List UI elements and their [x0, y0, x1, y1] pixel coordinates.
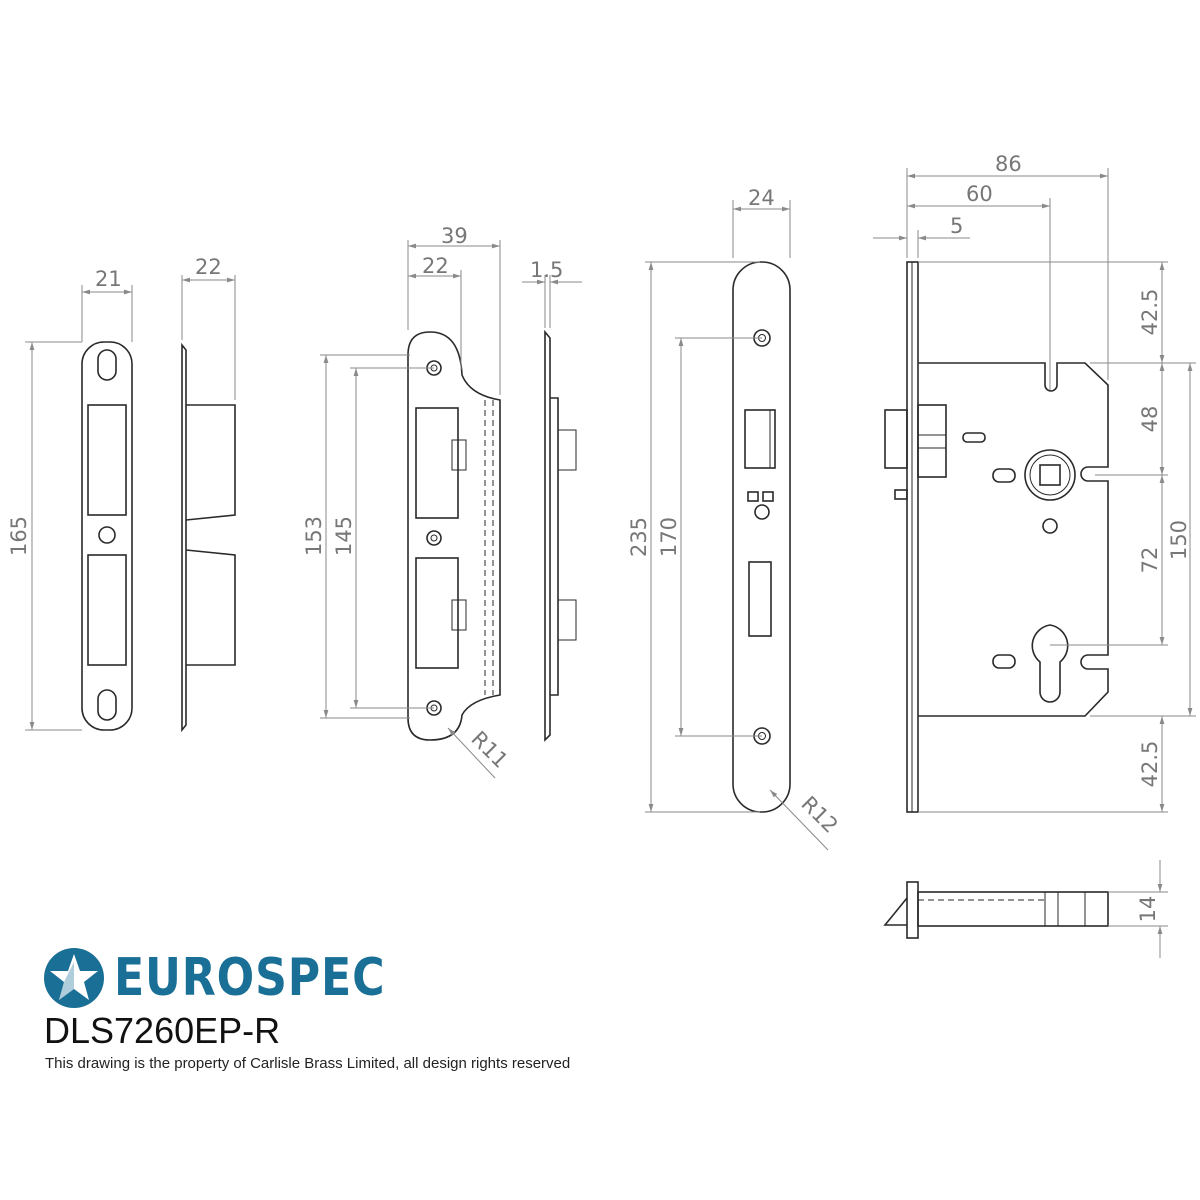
copyright-note: This drawing is the property of Carlisle…	[45, 1055, 571, 1072]
dim-radius-strike-centres: 145	[332, 516, 356, 556]
strike-plate-side: 22	[181, 255, 236, 733]
dim-case-thickness: 14	[1136, 896, 1160, 923]
dim-radius-strike-inner: 22	[422, 254, 449, 278]
strike-plate-front: 21 165	[7, 267, 133, 731]
dim-forend-r: R12	[796, 792, 842, 838]
dim-strike-height: 165	[7, 516, 31, 556]
dim-strike-width: 21	[95, 267, 122, 291]
dim-radius-strike-height: 153	[302, 516, 326, 556]
model-number: DLS7260EP-R	[44, 1010, 281, 1051]
dim-overall-depth: 86	[995, 152, 1022, 176]
dim-top-offset: 42.5	[1138, 289, 1162, 336]
dim-forend-offset: 5	[950, 214, 963, 238]
dim-centres: 72	[1138, 547, 1162, 574]
dim-forend-height: 235	[627, 517, 651, 557]
dim-strike-depth: 22	[195, 255, 222, 279]
dim-radius-strike-width: 39	[441, 224, 468, 248]
dim-backset: 60	[966, 182, 993, 206]
dim-follower-to-top: 48	[1138, 406, 1162, 433]
dim-case-height: 150	[1167, 520, 1191, 560]
dim-forend-width: 24	[748, 186, 775, 210]
forend-front: 24 235 170 R12	[627, 186, 843, 851]
eurospec-logo: EUROSPEC	[44, 948, 433, 1008]
dim-bottom-offset: 42.5	[1138, 741, 1162, 788]
lock-body-side: 86 60 5 42.5 48 72 150 42.5	[873, 152, 1196, 813]
dim-forend-centres: 170	[657, 517, 681, 557]
brand-name: EUROSPEC	[114, 948, 386, 1008]
radius-strike-side: 1.5	[522, 258, 582, 742]
radius-strike-front: 39 22 153 145 R11	[302, 224, 513, 779]
lock-body-bottom: 14	[883, 860, 1168, 958]
dim-radius-strike-r: R11	[466, 727, 512, 773]
dim-plate-thickness: 1.5	[530, 258, 563, 282]
star-logo-icon	[44, 948, 104, 1008]
